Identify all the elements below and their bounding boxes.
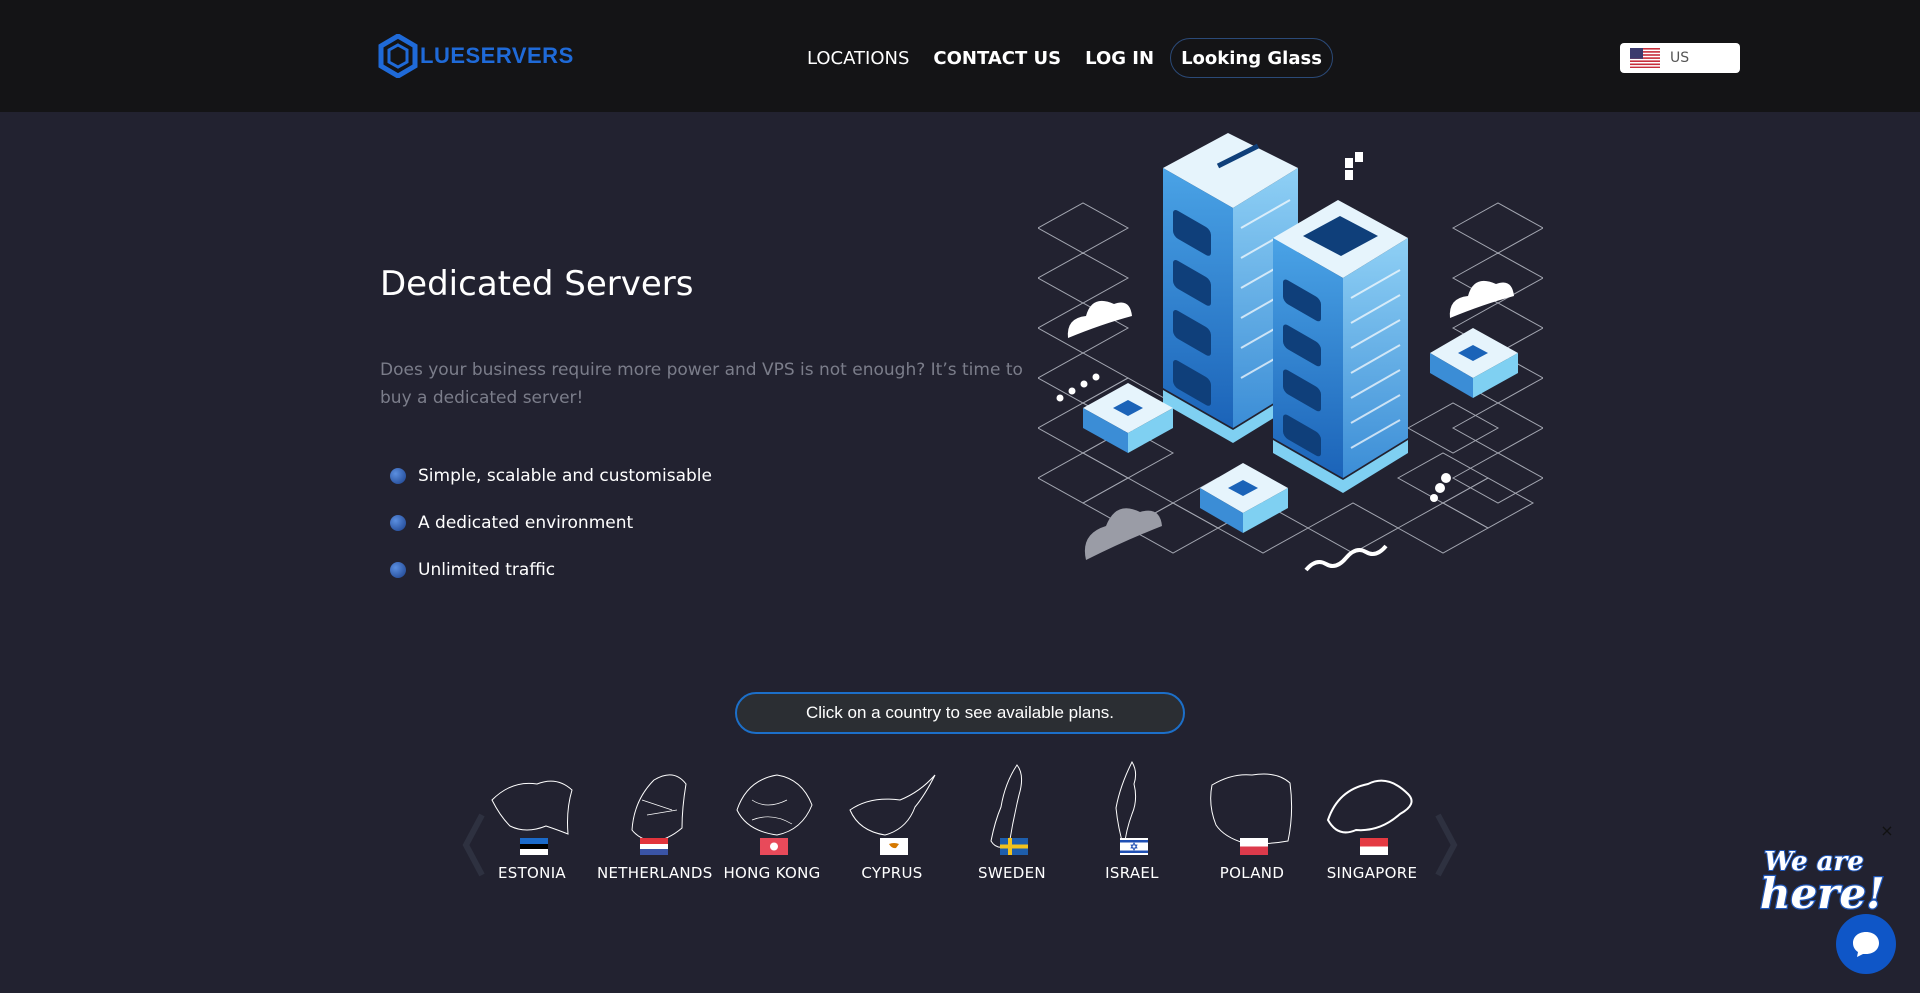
country-name: ESTONIA xyxy=(498,864,566,882)
poland-flag-icon xyxy=(1240,838,1268,855)
country-name: POLAND xyxy=(1219,864,1285,882)
language-selector[interactable]: US xyxy=(1620,43,1740,73)
country-cyprus[interactable]: CYPRUS xyxy=(832,760,952,883)
badge-line-2: here! xyxy=(1760,869,1885,913)
top-navigation-bar: LUESERVERS LOCATIONS CONTACT US LOG IN L… xyxy=(0,0,1920,112)
nav-contact-us-link[interactable]: CONTACT US xyxy=(933,47,1062,69)
netherlands-flag-icon xyxy=(640,838,668,855)
chat-bubble-icon xyxy=(1853,932,1879,957)
singapore-flag-icon xyxy=(1360,838,1388,855)
hexagon-logo-icon xyxy=(378,34,418,78)
main-nav: LOCATIONS CONTACT US LOG IN Looking Glas… xyxy=(795,38,1333,78)
country-name: SWEDEN xyxy=(978,864,1046,882)
feature-item: A dedicated environment xyxy=(390,499,712,546)
israel-flag-icon xyxy=(1120,838,1148,855)
cyprus-map-icon xyxy=(842,760,942,860)
feature-list: Simple, scalable and customisable A dedi… xyxy=(390,452,712,593)
feature-text: A dedicated environment xyxy=(418,512,634,533)
estonia-map-icon xyxy=(482,760,582,860)
feature-text: Unlimited traffic xyxy=(418,559,556,580)
chat-button[interactable] xyxy=(1836,914,1896,974)
country-name: SINGAPORE xyxy=(1326,864,1418,882)
estonia-flag-icon xyxy=(520,838,548,855)
feature-item: Simple, scalable and customisable xyxy=(390,452,712,499)
country-name: CYPRUS xyxy=(861,864,923,882)
nav-log-in-link[interactable]: LOG IN xyxy=(1085,47,1155,69)
logo-text: LUESERVERS xyxy=(420,43,574,68)
country-name: HONG KONG xyxy=(723,864,821,882)
hong-kong-flag-icon xyxy=(760,838,788,855)
country-hong-kong[interactable]: HONG KONG xyxy=(712,760,832,883)
bullet-icon xyxy=(390,514,406,531)
sweden-flag-icon xyxy=(1000,838,1028,855)
chat-close-icon[interactable]: × xyxy=(1880,821,1894,840)
badge-line-1: We are xyxy=(1764,847,1864,877)
poland-map-icon xyxy=(1202,760,1302,860)
server-racks-illustration xyxy=(1038,133,1543,572)
hong-kong-map-icon xyxy=(722,760,822,860)
country-name: ISRAEL xyxy=(1105,864,1159,882)
page-title: Dedicated Servers xyxy=(380,264,694,304)
country-list: ESTONIA NETHERLANDS xyxy=(472,760,1432,883)
us-flag-icon xyxy=(1630,48,1660,68)
country-singapore[interactable]: SINGAPORE xyxy=(1312,760,1432,883)
nav-locations-link[interactable]: LOCATIONS xyxy=(807,47,910,69)
blueservers-logo[interactable]: LUESERVERS xyxy=(378,34,574,78)
nav-looking-glass-button[interactable]: Looking Glass xyxy=(1170,38,1333,78)
country-name: NETHERLANDS xyxy=(597,864,713,882)
language-code: US xyxy=(1670,50,1690,66)
country-estonia[interactable]: ESTONIA xyxy=(472,760,592,883)
hero-description: Does your business require more power an… xyxy=(380,360,1023,408)
country-sweden[interactable]: SWEDEN xyxy=(952,760,1072,883)
sweden-map-icon xyxy=(962,760,1062,860)
feature-item: Unlimited traffic xyxy=(390,546,712,593)
country-netherlands[interactable]: NETHERLANDS xyxy=(592,760,712,883)
we-are-here-badge[interactable]: We are here! xyxy=(1756,838,1902,913)
singapore-map-icon xyxy=(1322,760,1422,860)
netherlands-map-icon xyxy=(602,760,702,860)
feature-text: Simple, scalable and customisable xyxy=(418,465,712,486)
carousel-prev-arrow[interactable] xyxy=(460,810,490,880)
cyprus-flag-icon xyxy=(880,838,908,855)
carousel-next-arrow[interactable] xyxy=(1430,810,1460,880)
israel-map-icon xyxy=(1082,760,1182,860)
country-poland[interactable]: POLAND xyxy=(1192,760,1312,883)
bullet-icon xyxy=(390,561,406,578)
bullet-icon xyxy=(390,467,406,484)
plans-hint-banner: Click on a country to see available plan… xyxy=(735,692,1185,734)
country-israel[interactable]: ISRAEL xyxy=(1072,760,1192,883)
country-carousel: ESTONIA NETHERLANDS xyxy=(460,760,1460,910)
